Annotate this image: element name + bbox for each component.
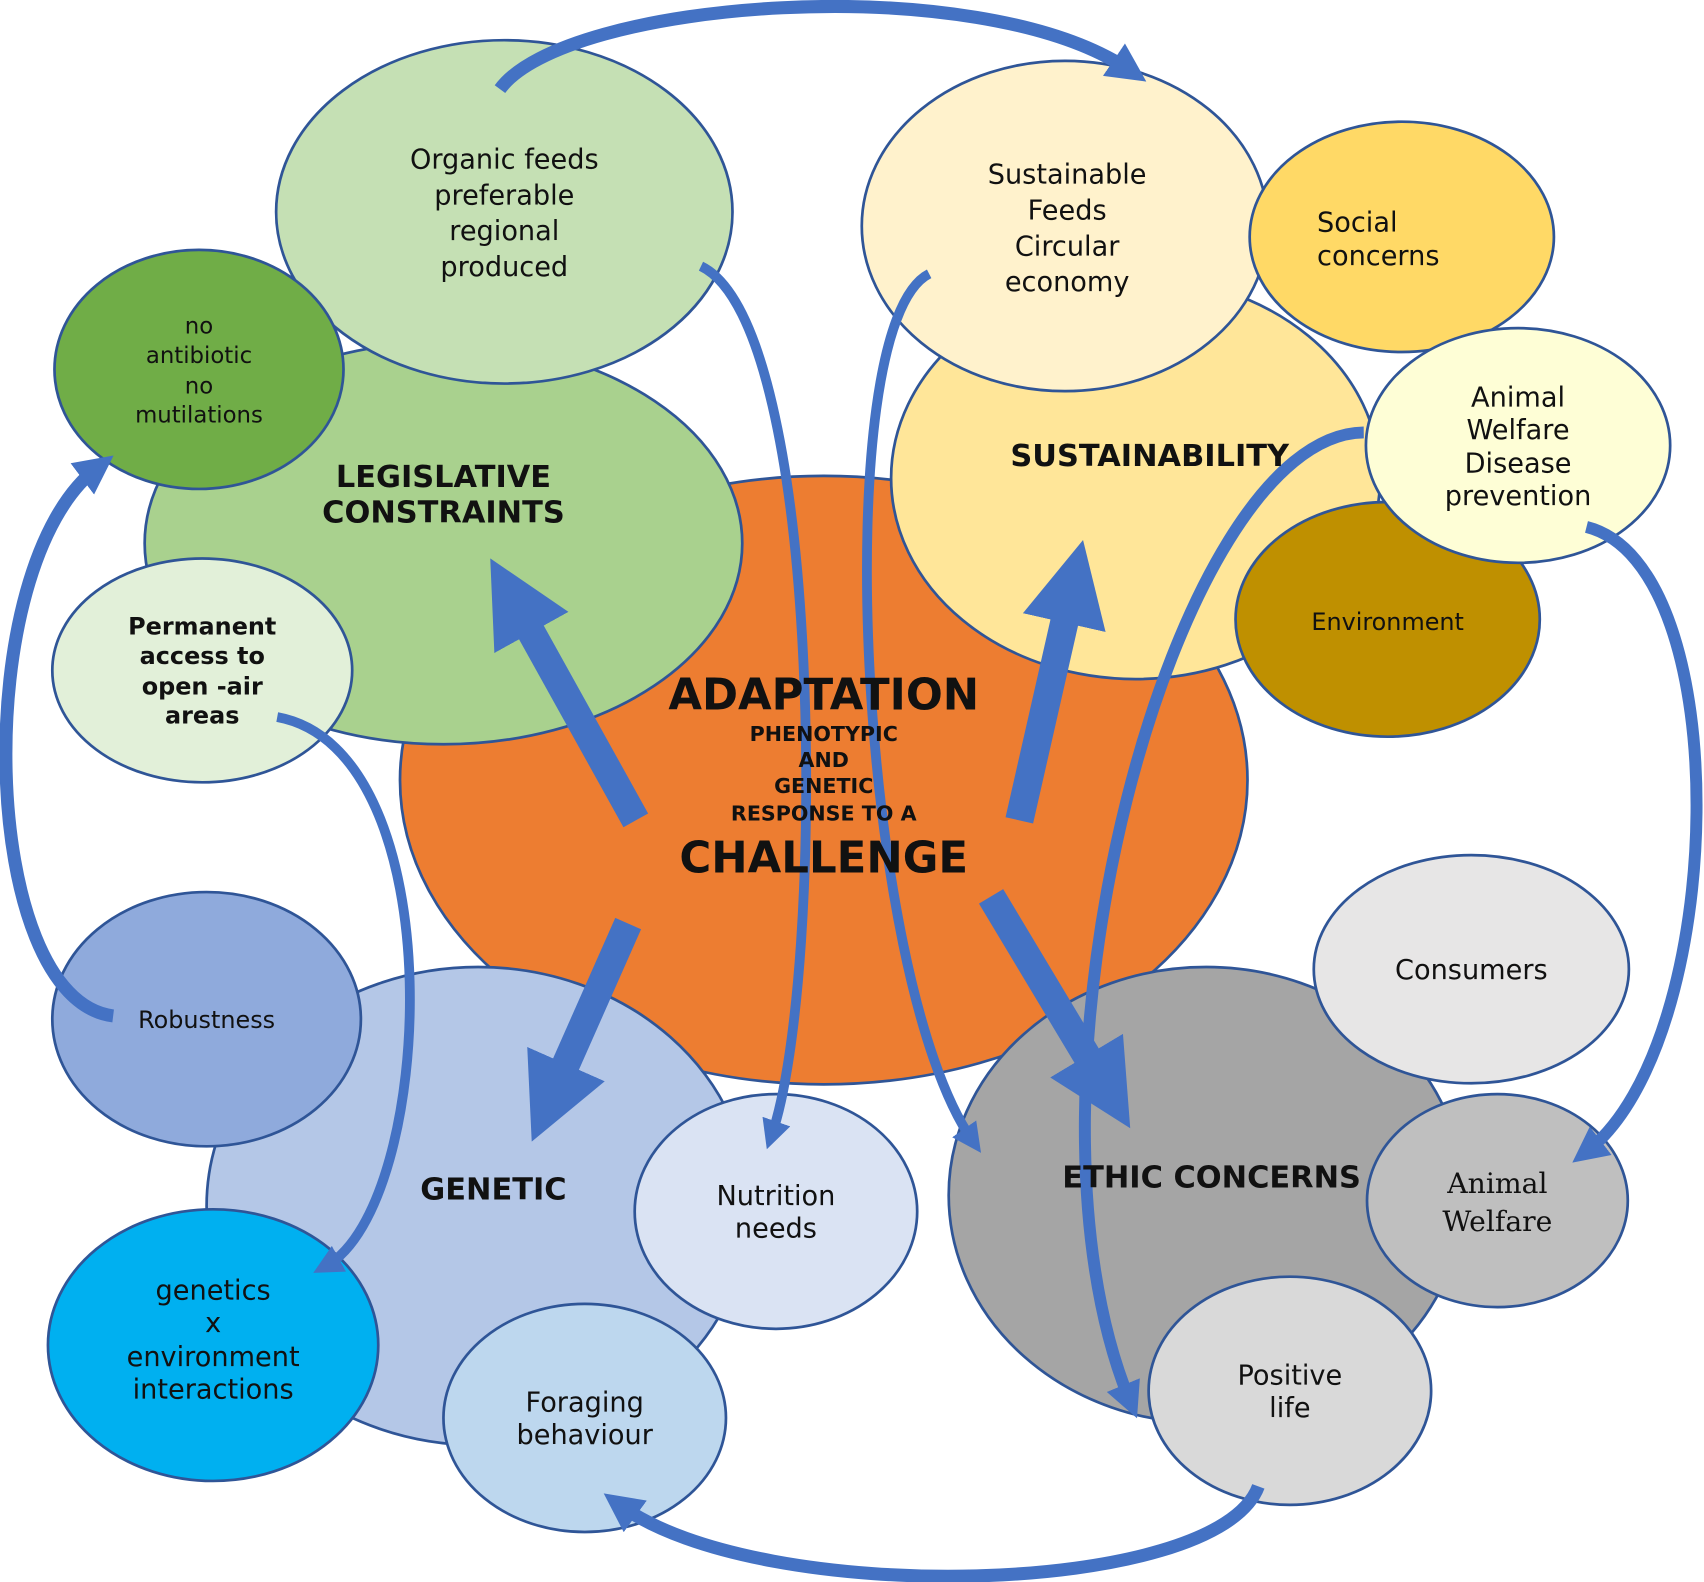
- organic-line-2: preferable: [434, 180, 574, 211]
- gxe-line-1: genetics: [156, 1276, 271, 1307]
- organic-line-4: produced: [440, 252, 568, 283]
- gxe-line-3: environment: [127, 1342, 300, 1373]
- foraging-bubble: [442, 1302, 728, 1534]
- social-line-2: concerns: [1317, 241, 1439, 272]
- welfare-disease-line-3: Disease: [1465, 449, 1572, 480]
- feeds-line-1: Sustainable: [988, 160, 1147, 191]
- nutrition-line-1: Nutrition: [716, 1181, 835, 1212]
- arrow-to-legislative: [490, 558, 649, 828]
- gxe-bubble: [46, 1207, 380, 1483]
- arrow-robustness-to-antibiotic: [0, 455, 115, 1023]
- arrow-to-genetic: [527, 917, 642, 1142]
- consumers-label: Consumers: [1395, 955, 1548, 986]
- animal-welfare-line-1: Animal: [1446, 1167, 1547, 1200]
- sustainability-title: SUSTAINABILITY: [1010, 439, 1290, 474]
- organic-line-1: Organic feeds: [410, 144, 599, 175]
- robustness-bubble: [50, 890, 363, 1148]
- social-concerns-bubble: [1248, 120, 1556, 354]
- welfare-disease-line-2: Welfare: [1467, 415, 1570, 446]
- welfare-disease-line-4: prevention: [1445, 481, 1592, 512]
- nutrition-line-2: needs: [735, 1214, 817, 1245]
- arrow-organic-to-nutrition: [698, 261, 812, 1150]
- positive-life-bubble: [1147, 1275, 1433, 1507]
- feeds-line-2: Feeds: [1028, 195, 1107, 226]
- arrow-openair-to-gxe: [276, 712, 415, 1273]
- center-sub-3: GENETIC: [774, 774, 873, 798]
- legislative-title-1: LEGISLATIVE: [336, 460, 551, 495]
- genetic-title: GENETIC: [420, 1173, 566, 1208]
- robustness-label: Robustness: [138, 1006, 275, 1034]
- openair-line-2: access to: [140, 642, 265, 670]
- nutrition-bubble: [633, 1092, 919, 1331]
- positive-life-line-1: Positive: [1238, 1360, 1343, 1391]
- arrow-feeds-to-ethic: [862, 269, 981, 1153]
- center-sub-4: RESPONSE TO A: [731, 801, 917, 825]
- openair-line-1: Permanent: [128, 613, 276, 641]
- positive-life-line-2: life: [1269, 1393, 1310, 1424]
- foraging-line-2: behaviour: [517, 1420, 654, 1451]
- foraging-line-1: Foraging: [526, 1387, 644, 1418]
- legislative-title-2: CONSTRAINTS: [322, 496, 565, 531]
- ethic-title: ETHIC CONCERNS: [1062, 1161, 1361, 1196]
- animal-welfare-bubble: [1365, 1092, 1630, 1309]
- environment-label: Environment: [1311, 608, 1464, 636]
- center-sub-1: PHENOTYPIC: [750, 722, 898, 746]
- arrow-welfare-to-animal-welfare: [1572, 521, 1703, 1163]
- openair-line-4: areas: [165, 702, 239, 730]
- openair-line-3: open -air: [142, 672, 263, 700]
- arrow-organic-to-sustainable-feeds: [494, 0, 1147, 94]
- feeds-line-4: economy: [1005, 267, 1130, 298]
- antibiotic-line-3: no: [185, 373, 213, 399]
- open-air-bubble: [50, 557, 354, 784]
- arrow-to-sustainability: [1005, 539, 1106, 824]
- arrow-welfare-to-positive-life: [1079, 426, 1364, 1419]
- gxe-line-4: interactions: [133, 1374, 294, 1405]
- welfare-disease-bubble: [1364, 326, 1672, 565]
- organic-feeds-bubble: [274, 38, 734, 385]
- antibiotic-line-1: no: [185, 314, 213, 340]
- center-title: ADAPTATION: [668, 671, 979, 721]
- antibiotic-line-4: mutilations: [135, 403, 263, 429]
- no-antibiotic-bubble: [53, 248, 345, 491]
- social-line-1: Social: [1317, 207, 1398, 238]
- arrow-positive-life-to-foraging: [603, 1483, 1265, 1582]
- center-sub-2: AND: [799, 748, 849, 772]
- gxe-line-2: x: [205, 1308, 221, 1339]
- antibiotic-line-2: antibiotic: [146, 343, 252, 369]
- organic-line-3: regional: [449, 216, 559, 247]
- feeds-line-3: Circular: [1015, 231, 1120, 262]
- center-challenge: CHALLENGE: [679, 833, 968, 883]
- consumers-bubble: [1312, 853, 1631, 1085]
- welfare-disease-line-1: Animal: [1471, 382, 1565, 413]
- animal-welfare-line-2: Welfare: [1442, 1205, 1552, 1238]
